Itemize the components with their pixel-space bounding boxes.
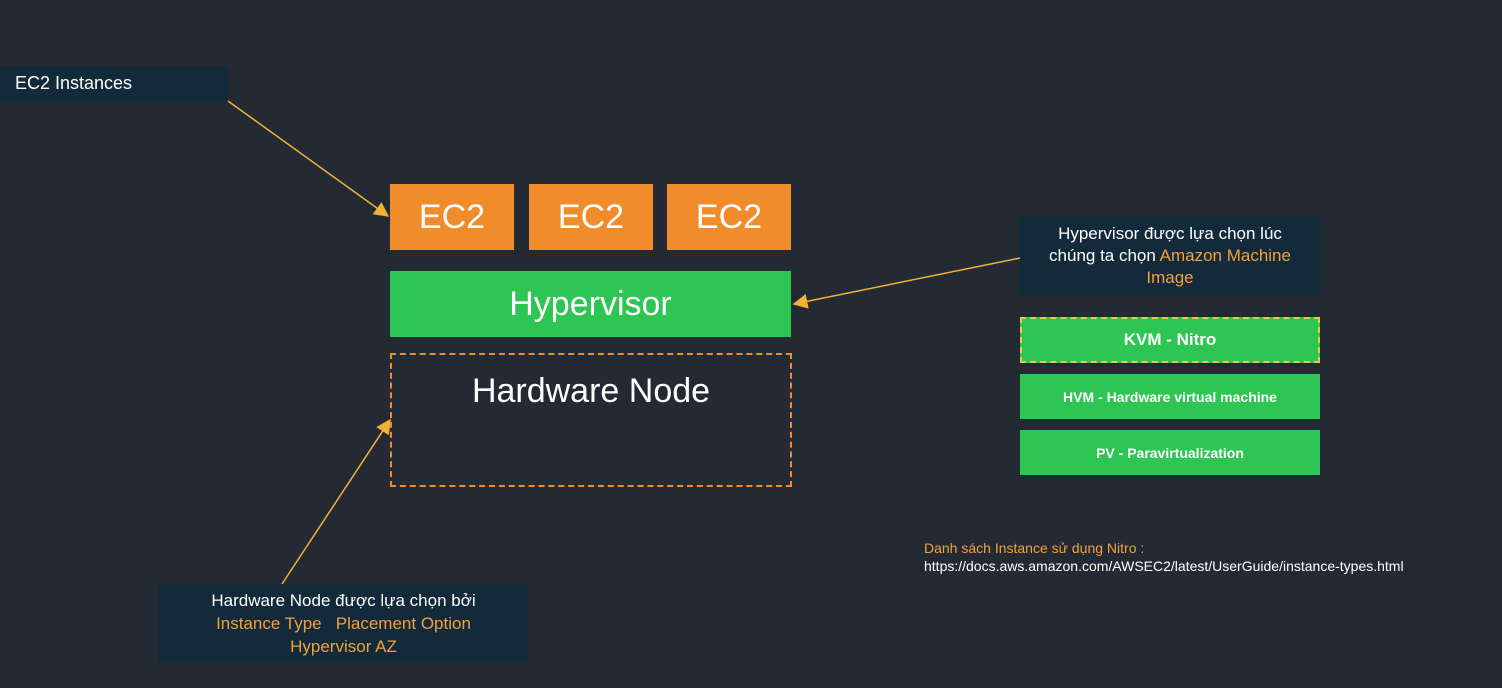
kvm-nitro-label: KVM - Nitro (1123, 330, 1217, 349)
hypervisor-callout-line1: Hypervisor được lựa chọn lúc (1058, 224, 1282, 243)
pv-label: PV - Paravirtualization (1096, 444, 1244, 461)
arrow-hypervisor (792, 257, 1021, 309)
ec2-box-2: EC2 (529, 184, 653, 250)
hardware-node-label: Hardware Node (471, 372, 711, 410)
hypervisor-callout-prefix: chúng ta chọn (1049, 246, 1160, 265)
hardware-callout-line3: Hypervisor AZ (159, 635, 528, 658)
hypervisor-box: Hypervisor (390, 271, 791, 337)
hypervisor-callout: Hypervisor được lựa chọn lúc chúng ta ch… (1020, 216, 1320, 296)
hardware-callout-line2: Instance Type Placement Option (159, 612, 528, 635)
ami-highlight-line3: Image (1146, 268, 1194, 287)
nitro-list-title: Danh sách Instance sử dụng Nitro : (924, 540, 1145, 556)
nitro-list-note: Danh sách Instance sử dụng Nitro : https… (924, 539, 1404, 575)
hvm-label: HVM - Hardware virtual machine (1063, 388, 1277, 405)
ec2-box-3: EC2 (667, 184, 791, 250)
hypervisor-label: Hypervisor (509, 284, 672, 323)
hypervisor-option-label: Hypervisor (290, 637, 372, 656)
hardware-node-box: Hardware Node (390, 353, 792, 487)
arrow-hardware-node (281, 418, 391, 585)
instance-type-label: Instance Type (216, 614, 322, 633)
hypervisor-type-hvm: HVM - Hardware virtual machine (1020, 374, 1320, 419)
ec2-instances-callout: EC2 Instances (0, 66, 228, 101)
hypervisor-type-pv: PV - Paravirtualization (1020, 430, 1320, 475)
arrow-ec2-instances (227, 100, 390, 217)
hardware-node-callout: Hardware Node được lựa chọn bởi Instance… (159, 584, 528, 663)
ec2-box-1: EC2 (390, 184, 514, 250)
placement-option-label: Placement Option (335, 614, 471, 633)
ec2-instances-label: EC2 Instances (15, 73, 133, 93)
hypervisor-type-kvm-nitro: KVM - Nitro (1020, 317, 1320, 363)
hypervisor-callout-line2: chúng ta chọn Amazon Machine (1020, 245, 1320, 267)
nitro-list-url[interactable]: https://docs.aws.amazon.com/AWSEC2/lates… (924, 558, 1404, 574)
hardware-callout-line1: Hardware Node được lựa chọn bởi (211, 591, 476, 610)
ami-highlight: Amazon Machine (1159, 246, 1291, 265)
az-label: AZ (375, 637, 397, 656)
